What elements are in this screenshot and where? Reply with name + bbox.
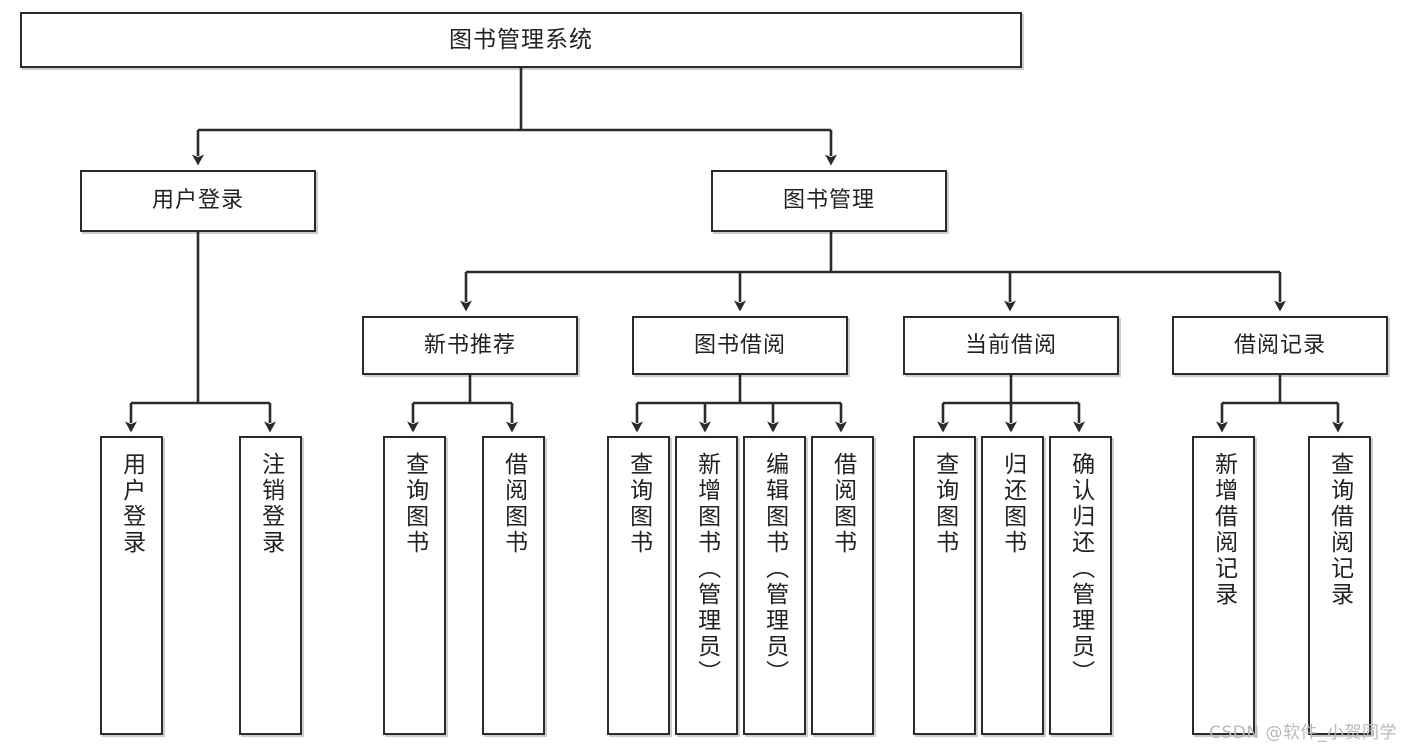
leaf-query-record-label: 查询借阅记录 xyxy=(1326,452,1353,608)
node-book-manage[interactable]: 图书管理 xyxy=(711,170,947,232)
leaf-user-login-label: 用户登录 xyxy=(118,452,145,556)
node-borrow-record[interactable]: 借阅记录 xyxy=(1172,316,1388,375)
leaf-logout-login-label: 注销登录 xyxy=(257,452,284,556)
node-book-borrow-label: 图书借阅 xyxy=(693,332,786,358)
leaf-add-book-label: 新增图书（管理员） xyxy=(693,452,720,686)
node-current-borrow[interactable]: 当前借阅 xyxy=(903,316,1119,375)
leaf-query-book-1-label: 查询图书 xyxy=(401,452,428,556)
leaf-borrow-book-2[interactable]: 借阅图书 xyxy=(811,436,874,735)
leaf-query-book-3[interactable]: 查询图书 xyxy=(913,436,976,735)
leaf-add-record-label: 新增借阅记录 xyxy=(1210,452,1237,608)
leaf-return-book-label: 归还图书 xyxy=(999,452,1026,556)
leaf-user-login[interactable]: 用户登录 xyxy=(100,436,163,735)
node-book-manage-label: 图书管理 xyxy=(782,188,875,214)
node-current-borrow-label: 当前借阅 xyxy=(964,332,1057,358)
leaf-query-record[interactable]: 查询借阅记录 xyxy=(1308,436,1371,735)
leaf-borrow-book-1-label: 借阅图书 xyxy=(500,452,527,556)
leaf-edit-book-label: 编辑图书（管理员） xyxy=(761,452,788,686)
leaf-return-book[interactable]: 归还图书 xyxy=(981,436,1044,735)
leaf-query-book-2-label: 查询图书 xyxy=(625,452,652,556)
node-new-book-recommend[interactable]: 新书推荐 xyxy=(362,316,578,375)
leaf-query-book-3-label: 查询图书 xyxy=(931,452,958,556)
leaf-query-book-1[interactable]: 查询图书 xyxy=(383,436,446,735)
leaf-add-book[interactable]: 新增图书（管理员） xyxy=(675,436,738,735)
node-user-login-label: 用户登录 xyxy=(151,188,244,214)
node-borrow-record-label: 借阅记录 xyxy=(1233,332,1326,358)
leaf-logout-login[interactable]: 注销登录 xyxy=(239,436,302,735)
node-new-book-recommend-label: 新书推荐 xyxy=(423,332,516,358)
leaf-confirm-return[interactable]: 确认归还（管理员） xyxy=(1049,436,1112,735)
leaf-edit-book[interactable]: 编辑图书（管理员） xyxy=(743,436,806,735)
node-book-borrow[interactable]: 图书借阅 xyxy=(632,316,848,375)
leaf-confirm-return-label: 确认归还（管理员） xyxy=(1067,452,1094,686)
node-user-login[interactable]: 用户登录 xyxy=(80,170,316,232)
leaf-borrow-book-1[interactable]: 借阅图书 xyxy=(482,436,545,735)
node-root-label: 图书管理系统 xyxy=(449,26,593,53)
node-root[interactable]: 图书管理系统 xyxy=(20,12,1022,68)
watermark: CSDN @软件_小贺同学 xyxy=(1209,723,1397,743)
leaf-query-book-2[interactable]: 查询图书 xyxy=(607,436,670,735)
leaf-borrow-book-2-label: 借阅图书 xyxy=(829,452,856,556)
leaf-add-record[interactable]: 新增借阅记录 xyxy=(1192,436,1255,735)
